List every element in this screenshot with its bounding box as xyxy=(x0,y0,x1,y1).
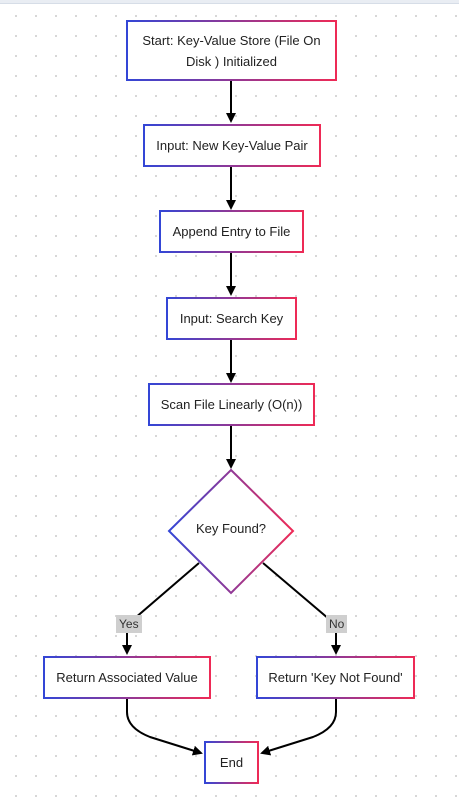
return-value-node: Return Associated Value xyxy=(43,656,211,699)
arrow-decision-no xyxy=(262,562,341,655)
scan-file-node: Scan File Linearly (O(n)) xyxy=(148,383,315,426)
append-entry-node: Append Entry to File xyxy=(159,210,304,253)
edge-label-yes: Yes xyxy=(116,615,142,633)
arrow-value-to-end xyxy=(126,699,203,756)
end-node: End xyxy=(204,741,259,784)
decision-label: Key Found? xyxy=(195,520,267,536)
decision-diamond xyxy=(167,468,295,595)
top-bar xyxy=(0,0,459,4)
input-pair-node: Input: New Key-Value Pair xyxy=(143,124,321,167)
start-node: Start: Key-Value Store (File On Disk ) I… xyxy=(126,20,337,81)
arrow-decision-yes xyxy=(122,562,200,655)
key-not-found-node: Return 'Key Not Found' xyxy=(256,656,415,699)
arrow-notfound-to-end xyxy=(260,699,337,756)
edge-label-no: No xyxy=(326,615,348,633)
input-search-node: Input: Search Key xyxy=(166,297,297,340)
